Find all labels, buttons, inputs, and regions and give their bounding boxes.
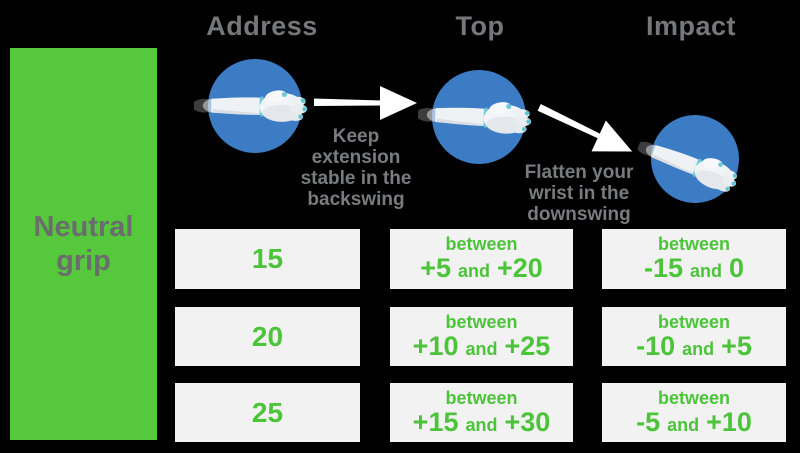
- between-label: between: [657, 387, 731, 408]
- range-low: +5: [420, 253, 451, 283]
- and-label: and: [689, 261, 722, 281]
- range-high: +30: [504, 406, 551, 437]
- between-label: between: [445, 311, 518, 332]
- range-low: -15: [643, 253, 683, 283]
- downswing-annotation: Flatten your wrist in the downswing: [524, 162, 634, 225]
- range-low: -5: [636, 406, 661, 437]
- neutral-grip-panel: Neutral grip: [10, 48, 157, 440]
- range-values: -5 and +10: [636, 406, 752, 437]
- range-values: -15 and 0: [644, 254, 744, 283]
- range-high: +20: [497, 253, 543, 283]
- backswing-annotation: Keep extension stable in the backswing: [300, 126, 412, 210]
- range-high: +10: [706, 406, 752, 437]
- and-label: and: [682, 338, 715, 359]
- top-range-box: between +15 and +30: [390, 383, 573, 442]
- range-values: +15 and +30: [412, 406, 551, 437]
- between-label: between: [657, 234, 731, 254]
- range-values: +10 and +25: [412, 330, 551, 361]
- address-hand-circle: [194, 59, 308, 153]
- address-value: 25: [251, 396, 284, 428]
- impact-range-box: between -15 and 0: [602, 229, 786, 289]
- range-values: +5 and +20: [420, 254, 543, 283]
- and-label: and: [457, 261, 490, 281]
- range-high: +5: [721, 330, 752, 361]
- between-label: between: [445, 387, 518, 408]
- impact-range-box: between -5 and +10: [602, 383, 786, 442]
- range-values: -10 and +5: [636, 330, 752, 361]
- column-header-top: Top: [455, 11, 505, 41]
- robotic-wrist-hand-icon: [416, 97, 532, 135]
- range-low: +10: [412, 330, 459, 361]
- between-label: between: [657, 311, 731, 332]
- address-value-box: 20: [175, 307, 360, 366]
- address-value-box: 25: [175, 383, 360, 442]
- range-low: +15: [412, 406, 459, 437]
- address-value-box: 15: [175, 229, 360, 289]
- range-low: -10: [636, 330, 676, 361]
- column-header-address: Address: [206, 11, 318, 41]
- top-hand-circle: [416, 70, 532, 164]
- impact-hand-circle: [631, 115, 743, 203]
- and-label: and: [465, 338, 498, 359]
- and-label: and: [465, 414, 498, 435]
- top-range-box: between +10 and +25: [390, 307, 573, 366]
- neutral-grip-label: Neutral grip: [33, 211, 134, 277]
- top-range-box: between +5 and +20: [390, 229, 573, 289]
- impact-range-box: between -10 and +5: [602, 307, 786, 366]
- and-label: and: [667, 414, 700, 435]
- range-high: +25: [504, 330, 551, 361]
- arrow-right-icon: [314, 86, 417, 120]
- column-header-impact: Impact: [645, 11, 737, 41]
- address-value: 20: [251, 320, 284, 352]
- arrow-down-right-icon: [531, 92, 640, 167]
- address-value: 15: [251, 243, 284, 274]
- between-label: between: [445, 234, 518, 254]
- range-high: 0: [729, 253, 745, 283]
